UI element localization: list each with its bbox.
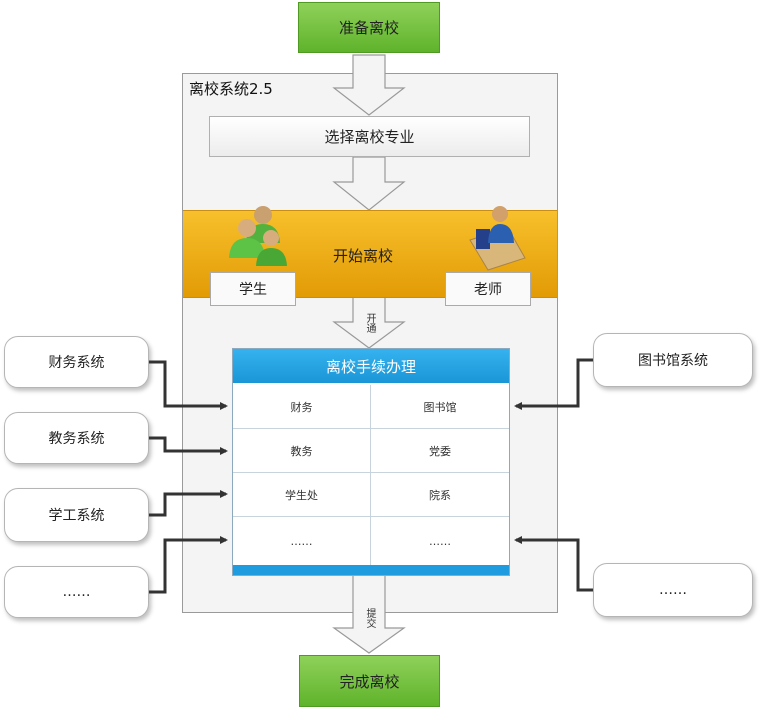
process-cell-library: 图书馆	[371, 385, 509, 429]
right-system-more: ……	[593, 563, 753, 617]
process-cell-more-left: ……	[233, 517, 371, 565]
process-cell-finance: 财务	[233, 385, 371, 429]
begin-title: 开始离校	[333, 247, 394, 265]
process-cell-student-affairs: 学生处	[233, 473, 371, 517]
arrow-process-to-end	[332, 574, 406, 654]
end-box: 完成离校	[299, 655, 440, 707]
left-system-academic: 教务系统	[4, 412, 149, 464]
select-major-box: 选择离校专业	[209, 116, 530, 157]
role-teacher: 老师	[445, 272, 531, 306]
process-cell-party: 党委	[371, 429, 509, 473]
connector-more-right	[514, 536, 593, 592]
connector-academic	[149, 436, 228, 455]
left-system-finance: 财务系统	[4, 336, 149, 388]
process-title: 离校手续办理	[233, 349, 509, 383]
process-footer	[233, 565, 509, 575]
process-table: 离校手续办理 财务 图书馆 教务 党委 学生处 院系 …… ……	[232, 348, 510, 576]
arrow-label-open: 开通	[364, 313, 375, 333]
arrow-start-to-select	[332, 54, 406, 116]
system-title: 离校系统2.5	[189, 80, 273, 98]
arrow-select-to-begin	[332, 156, 406, 211]
start-box: 准备离校	[298, 2, 440, 53]
left-system-more: ……	[4, 566, 149, 618]
role-student: 学生	[210, 272, 296, 306]
right-system-library: 图书馆系统	[593, 333, 753, 387]
connector-finance	[149, 360, 228, 410]
process-cell-department: 院系	[371, 473, 509, 517]
connector-library	[514, 358, 593, 410]
left-system-student-work: 学工系统	[4, 488, 149, 542]
process-cell-academic: 教务	[233, 429, 371, 473]
connector-more-left	[149, 536, 228, 594]
arrow-begin-to-process	[332, 296, 406, 349]
process-cell-more-right: ……	[429, 534, 451, 548]
connector-student-work	[149, 490, 228, 517]
arrow-label-submit: 提交	[364, 608, 375, 628]
